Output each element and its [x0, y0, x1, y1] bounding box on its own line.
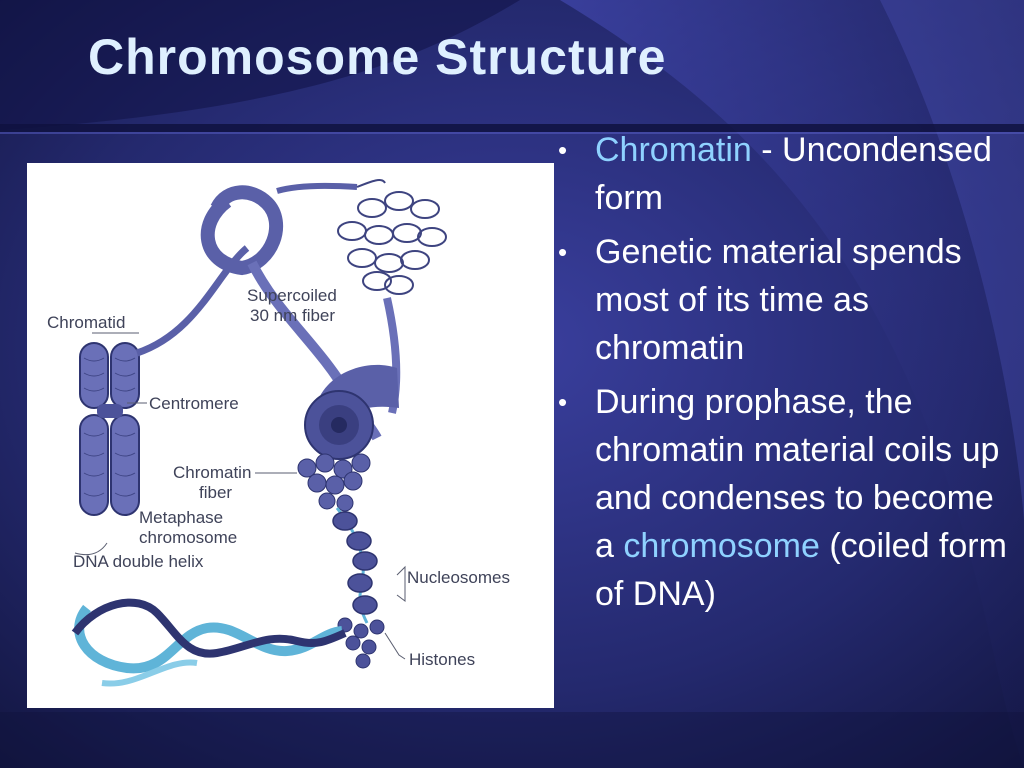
label-chromatin-fiber-2: fiber — [199, 483, 232, 502]
chromatin-beads — [297, 453, 371, 512]
chromatin-fiber-shape — [304, 364, 399, 460]
label-dna-double-helix: DNA double helix — [73, 552, 204, 571]
label-supercoiled-1: Supercoiled — [247, 286, 337, 305]
label-nucleosomes: Nucleosomes — [407, 568, 510, 587]
bullet-text: - Uncondensed form — [595, 131, 992, 217]
dna-double-helix — [71, 598, 347, 687]
label-metaphase-1: Metaphase — [139, 508, 223, 527]
bullet-prophase: • During prophase, the chromatin material… — [556, 378, 1016, 618]
slide-title: Chromosome Structure — [88, 29, 667, 85]
bullet-dot: • — [558, 135, 568, 165]
nucleosome-chain — [332, 507, 378, 624]
label-chromatin-fiber-1: Chromatin — [173, 463, 251, 482]
label-chromatid: Chromatid — [47, 313, 125, 332]
chromosome-diagram: Chromatid Supercoiled 30 nm fiber Centro… — [27, 163, 554, 708]
bullet-text: Genetic material spends most of its time… — [595, 233, 962, 367]
bullet-dot: • — [558, 387, 568, 417]
bullet-chromatin: • Chromatin - Uncondensed form — [556, 126, 1016, 222]
bullet-dot: • — [558, 237, 568, 267]
term-chromatin: Chromatin — [595, 131, 752, 169]
histone-beads — [337, 617, 385, 669]
coiled-loop-shape — [200, 179, 386, 276]
term-chromosome: chromosome — [623, 527, 820, 565]
bullet-text: (coiled form of DNA) — [595, 527, 1007, 613]
label-histones: Histones — [409, 650, 475, 669]
label-supercoiled-2: 30 nm fiber — [250, 306, 335, 325]
fiber-strand — [135, 245, 250, 357]
label-metaphase-2: chromosome — [139, 528, 237, 547]
supercoiled-loops-shape — [337, 191, 447, 295]
bullet-text: During prophase, the chromatin material … — [595, 383, 1000, 565]
metaphase-chromosome-shape — [79, 342, 140, 516]
bullet-genetic-material: • Genetic material spends most of its tim… — [556, 228, 1016, 372]
label-centromere: Centromere — [149, 394, 239, 413]
bullet-list: • Chromatin - Uncondensed form • Genetic m… — [556, 126, 1016, 624]
